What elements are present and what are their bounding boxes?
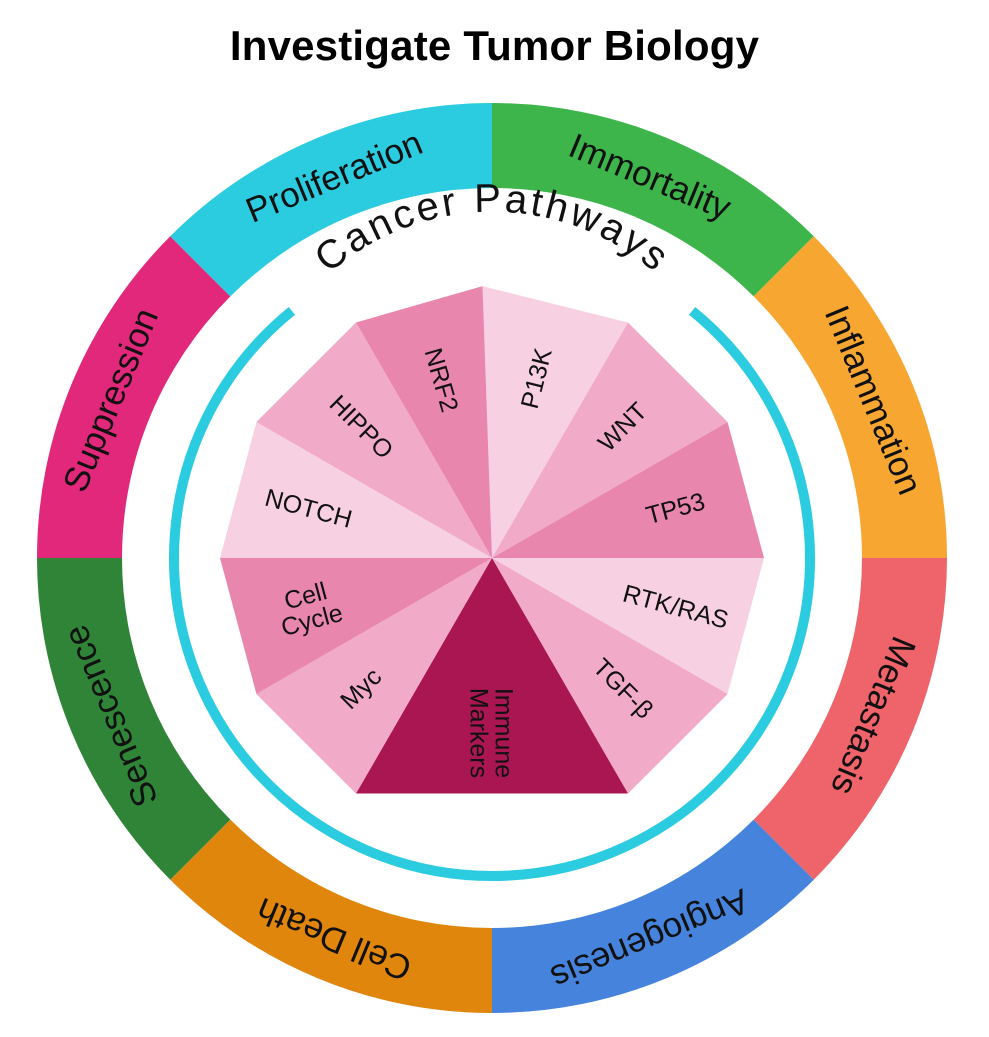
pathway-wedge-rtk-ras <box>492 558 764 694</box>
segment-proliferation <box>170 103 492 297</box>
pathway-wedge-myc <box>256 558 492 794</box>
pathway-wedge-tgf <box>492 558 728 794</box>
outer-ring: ImmortalityInflammationMetastasisAngioge… <box>37 103 947 1013</box>
pathway-label-immune-markers: ImmuneMarkers <box>464 688 517 778</box>
segment-immortality <box>492 103 814 297</box>
segment-suppression <box>37 236 231 558</box>
segment-inflammation <box>753 236 947 558</box>
segment-metastasis <box>753 558 947 880</box>
segment-angiogenesis <box>492 819 814 1013</box>
pathway-pie: P13KWNTTP53RTK/RASTGF-βImmuneMarkersMycC… <box>220 286 764 794</box>
accent-ring-arc <box>169 306 815 882</box>
segment-senescence <box>37 558 231 880</box>
pathway-wedge-nrf2 <box>356 286 492 558</box>
segment-cell-death <box>170 819 492 1013</box>
pathway-wedge-immune-markers <box>356 558 628 794</box>
pathway-wedge-cell-cycle <box>220 558 492 694</box>
pathway-wedge-tp53 <box>492 422 764 558</box>
pathway-wedge-wnt <box>492 322 728 558</box>
pathway-wedge-hippo <box>256 322 492 558</box>
pathway-wedge-p13k <box>482 286 628 558</box>
page-title: Investigate Tumor Biology <box>229 22 760 69</box>
pathway-wedge-notch <box>220 422 492 558</box>
